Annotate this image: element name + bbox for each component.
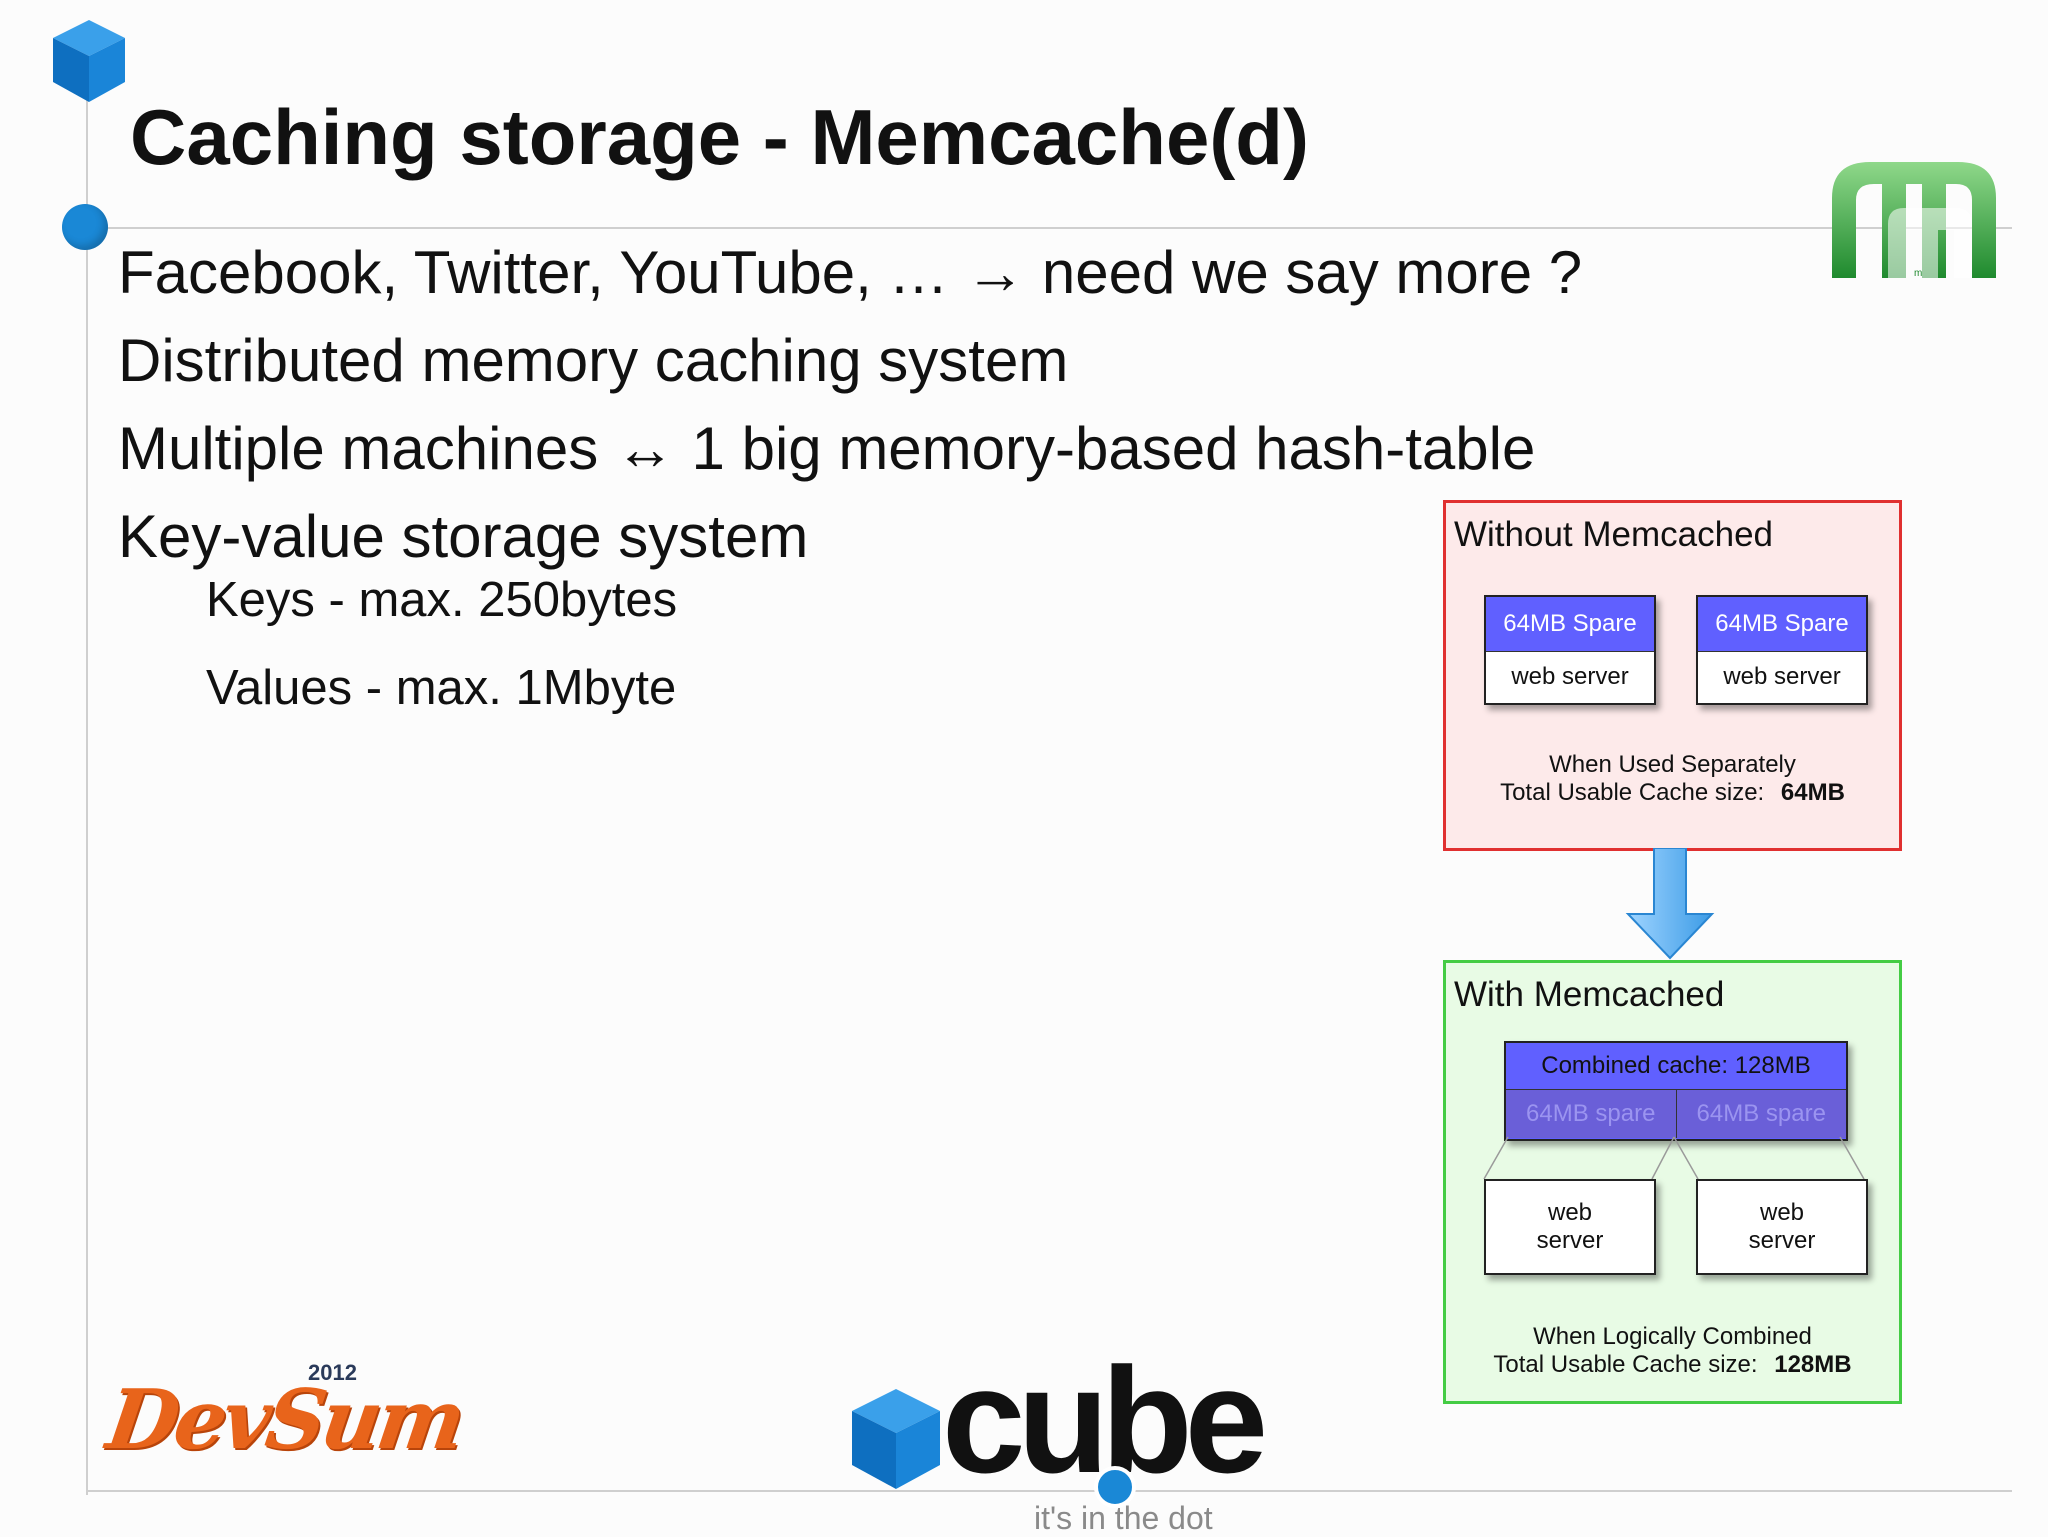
spare-label: 64MB spare — [1506, 1090, 1677, 1138]
combined-cache-block: Combined cache: 128MB 64MB spare 64MB sp… — [1504, 1041, 1848, 1141]
bullet-2: Distributed memory caching system — [118, 327, 1069, 394]
corner-cube-icon — [53, 20, 125, 102]
memcached-logo-icon: m — [1832, 162, 1996, 279]
spare-label: 64MB Spare — [1486, 597, 1654, 652]
without-memcached-panel: Without Memcached 64MB Spare web server … — [1443, 500, 1902, 851]
cube-icon — [852, 1389, 940, 1489]
with-caption-2: Total Usable Cache size: 128MB — [1446, 1351, 1899, 1379]
without-heading: Without Memcached — [1454, 515, 1774, 554]
title-dot-icon — [62, 204, 108, 250]
devsum-year: 2012 — [308, 1360, 357, 1385]
web-server-node: web server — [1696, 1179, 1868, 1275]
without-caption-1: When Used Separately — [1549, 751, 1796, 778]
sub-bullet-1: Keys - max. 250bytes — [206, 573, 678, 627]
bullet-3: Multiple machines ↔ 1 big memory-based h… — [118, 415, 1536, 482]
server-label-line2: server — [1748, 1227, 1816, 1254]
web-server-node: web server — [1484, 1179, 1656, 1275]
left-rule — [86, 95, 88, 1495]
page-title: Caching storage - Memcache(d) — [130, 93, 1309, 181]
caption-prefix: Total Usable Cache size: — [1500, 779, 1765, 806]
cube-logo: cube it's in the dot — [850, 1340, 1320, 1536]
web-server-node: 64MB Spare web server — [1696, 595, 1868, 705]
server-label-line1: web — [1547, 1199, 1593, 1226]
title-divider — [86, 227, 2012, 229]
bullet-1: Facebook, Twitter, YouTube, … → need we … — [118, 239, 1583, 306]
caption-prefix: Total Usable Cache size: — [1493, 1351, 1758, 1378]
server-label: web server — [1723, 663, 1841, 690]
bullet-4: Key-value storage system — [118, 503, 809, 570]
with-memcached-panel: With Memcached Combined cache: 128MB 64M… — [1443, 960, 1902, 1404]
connector-lines — [1483, 1136, 1865, 1180]
devsum-logo: 2012 DevSum — [101, 1360, 467, 1480]
with-caption-1: When Logically Combined — [1533, 1323, 1812, 1350]
caption-value: 128MB — [1774, 1351, 1852, 1378]
server-label-line1: web — [1759, 1199, 1805, 1226]
with-heading: With Memcached — [1454, 975, 1725, 1014]
combined-cache-label: Combined cache: 128MB — [1506, 1043, 1846, 1090]
server-label: web server — [1511, 663, 1629, 690]
down-arrow-icon — [1625, 848, 1715, 960]
spare-label: 64MB Spare — [1698, 597, 1866, 652]
cube-dot-icon — [1094, 1466, 1136, 1508]
caption-value: 64MB — [1780, 779, 1845, 806]
sub-bullet-2: Values - max. 1Mbyte — [206, 661, 677, 715]
spare-label: 64MB spare — [1676, 1090, 1846, 1138]
devsum-wordmark: DevSum — [101, 1372, 468, 1468]
footer-divider — [86, 1490, 2012, 1492]
server-label-line2: server — [1536, 1227, 1604, 1254]
without-caption-2: Total Usable Cache size: 64MB — [1446, 779, 1899, 807]
memcached-logo-text: m — [1914, 268, 1922, 279]
cube-tagline: it's in the dot — [1034, 1500, 1213, 1536]
web-server-node: 64MB Spare web server — [1484, 595, 1656, 705]
